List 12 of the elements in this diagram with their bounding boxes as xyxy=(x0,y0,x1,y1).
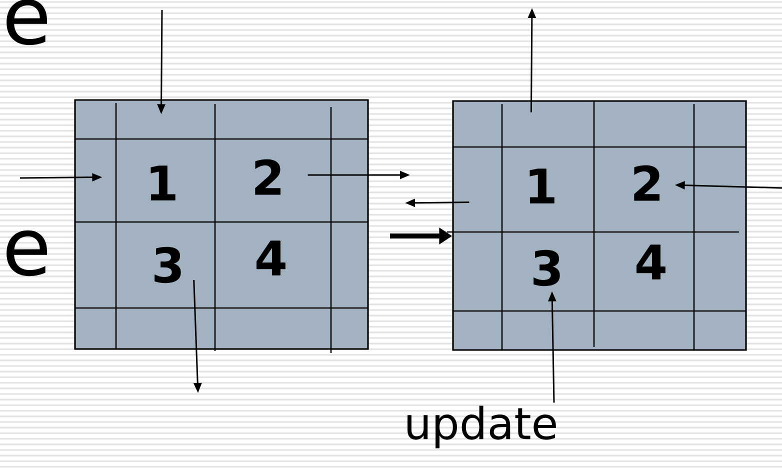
text-label: update xyxy=(408,406,556,448)
cell-number: 1 xyxy=(530,168,554,204)
cell-number: 3 xyxy=(534,250,560,286)
cell-number: 4 xyxy=(636,244,666,280)
cell-number: 4 xyxy=(256,240,286,276)
cell-number: 2 xyxy=(634,165,660,201)
cell-number: 3 xyxy=(154,246,181,284)
grid-box xyxy=(452,100,747,351)
cell-number: 2 xyxy=(255,159,280,195)
text-label: e xyxy=(6,230,47,276)
cell-number: 1 xyxy=(150,166,176,200)
grid-box xyxy=(74,99,369,350)
